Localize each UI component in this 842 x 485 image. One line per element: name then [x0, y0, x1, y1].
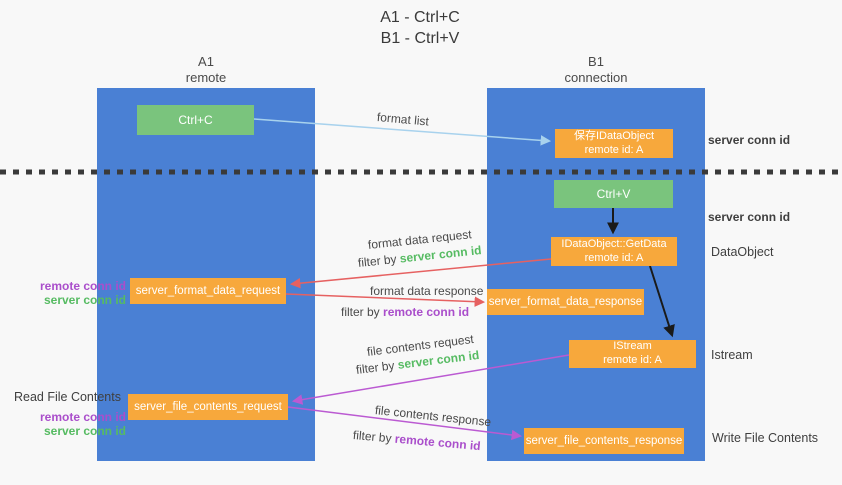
istream-line1: IStream [613, 340, 652, 353]
file-contents-response-filter-label: filter by remote conn id [352, 428, 481, 453]
getdata-line1: IDataObject::GetData [561, 237, 667, 250]
lane-b1-name: B1 [588, 54, 604, 69]
ctrl-v-label: Ctrl+V [596, 187, 631, 201]
save-dataobject-line1: 保存IDataObject [573, 129, 655, 142]
lane-a1-role: remote [185, 69, 227, 85]
title-line-2: B1 - Ctrl+V [380, 29, 460, 47]
format-data-response-filter-label: filter by remote conn id [341, 305, 469, 319]
istream-node: IStream remote id: A [569, 340, 696, 368]
ctrl-v-node: Ctrl+V [554, 180, 673, 208]
diagram-title: A1 - Ctrl+C B1 - Ctrl+V [300, 8, 540, 50]
filter-remote-conn-id: remote conn id [383, 305, 470, 319]
lane-a1-name: A1 [198, 54, 214, 69]
format-remote-conn-id-label: remote conn id [39, 279, 126, 293]
filter-remote-conn-id: remote conn id [394, 431, 482, 454]
read-file-contents-label: Read File Contents [13, 390, 121, 404]
ctrl-c-node: Ctrl+C [137, 105, 254, 135]
filter-by-prefix: filter by [357, 251, 398, 270]
server-format-data-response-node: server_format_data_response [487, 289, 644, 315]
server-file-contents-response-label: server_file_contents_response [525, 435, 683, 447]
filter-by-prefix: filter by [352, 428, 393, 446]
file-server-conn-id-label: server conn id [43, 424, 126, 439]
lane-header-a1: A1 remote [97, 54, 315, 85]
file-conn-id-pair: remote conn id server conn id [14, 410, 126, 438]
lane-header-b1: B1 connection [487, 54, 705, 85]
format-server-conn-id-label: server conn id [43, 293, 126, 308]
server-conn-id-top-label: server conn id [708, 133, 791, 147]
server-file-contents-request-label: server_file_contents_request [134, 401, 282, 413]
file-remote-conn-id-label: remote conn id [39, 410, 126, 424]
save-dataobject-line2: remote id: A [584, 143, 644, 156]
format-list-label: format list [376, 110, 430, 129]
istream-side-label: Istream [711, 348, 753, 362]
server-format-data-request-node: server_format_data_request [130, 278, 286, 304]
filter-by-prefix: filter by [341, 305, 380, 319]
format-conn-id-pair: remote conn id server conn id [14, 279, 126, 307]
server-file-contents-request-node: server_file_contents_request [128, 394, 288, 420]
getdata-line2: remote id: A [584, 251, 644, 264]
lane-b1-role: connection [564, 69, 628, 85]
getdata-node: IDataObject::GetData remote id: A [551, 237, 677, 266]
server-file-contents-response-node: server_file_contents_response [524, 428, 684, 454]
title-line-1: A1 - Ctrl+C [380, 9, 460, 26]
format-data-response-label: format data response [370, 284, 484, 298]
save-dataobject-node: 保存IDataObject remote id: A [555, 129, 673, 158]
ctrl-c-label: Ctrl+C [178, 113, 213, 127]
server-format-data-response-label: server_format_data_response [488, 296, 643, 308]
write-file-contents-label: Write File Contents [712, 431, 819, 445]
istream-line2: remote id: A [603, 354, 662, 366]
file-contents-response-label: file contents response [374, 403, 492, 430]
server-format-data-request-label: server_format_data_request [135, 285, 281, 297]
server-conn-id-mid-label: server conn id [708, 210, 791, 224]
filter-by-prefix: filter by [355, 358, 396, 377]
dataobject-label: DataObject [711, 245, 774, 259]
